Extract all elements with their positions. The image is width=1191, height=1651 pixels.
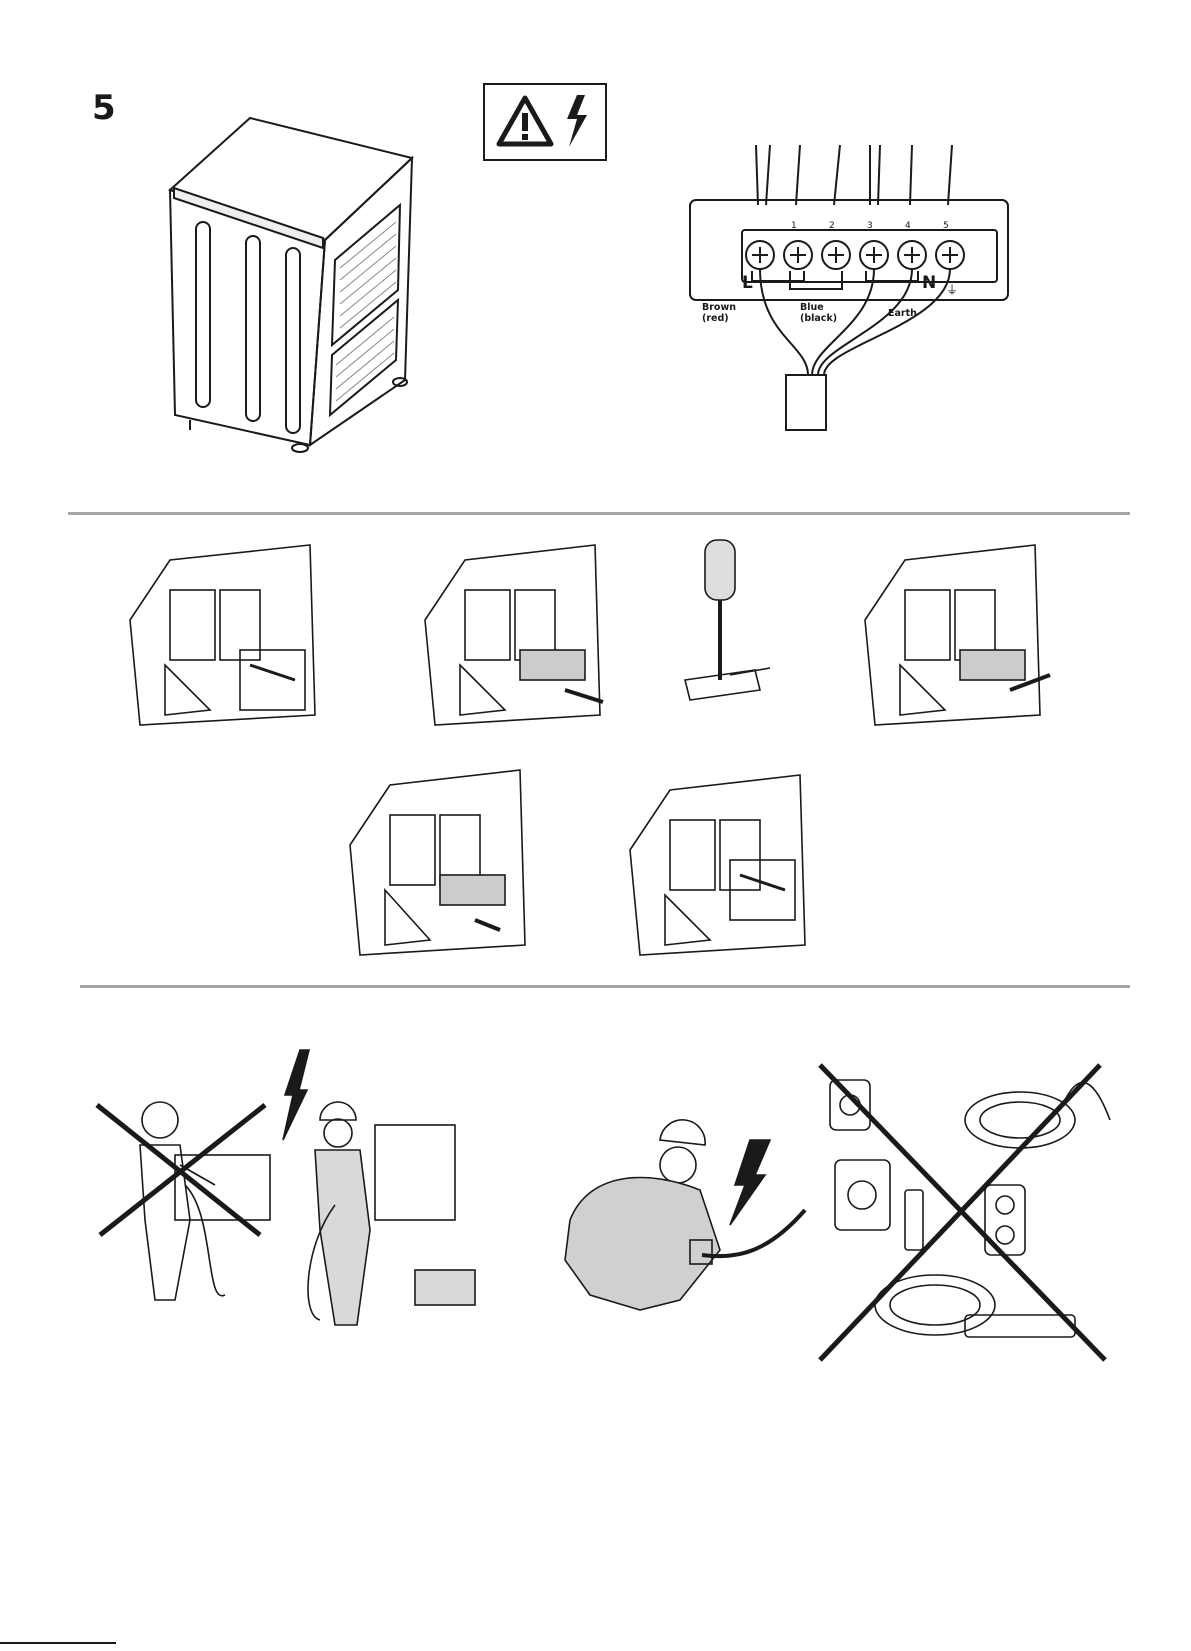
section-divider — [80, 985, 1130, 988]
footer-line — [0, 1642, 116, 1644]
technician-unplug-illustration — [550, 1130, 810, 1340]
step-number: 5 — [92, 88, 116, 128]
brown-wire-label: Brown (red) — [702, 302, 736, 324]
dryer-illustration — [160, 110, 435, 470]
terminal-4-label: 4 — [905, 221, 911, 231]
warning-triangle-icon — [497, 95, 553, 147]
blue-wire-label: Blue (black) — [800, 302, 837, 324]
neutral-terminal-label: N — [922, 273, 936, 293]
warning-box — [483, 83, 607, 161]
terminal-5-label: 5 — [943, 221, 949, 231]
screwdriver-terminal-illustration — [670, 540, 780, 710]
terminal-3-label: 3 — [867, 221, 873, 231]
back-panel-step-1 — [110, 540, 330, 735]
lightning-bolt-icon — [563, 95, 591, 149]
back-panel-step-4 — [330, 765, 545, 965]
terminal-wiring-diagram: 1 2 3 4 5 L N ⏚ Brown (red) Blue (black)… — [690, 145, 1010, 445]
no-adapters-extensions-illustration — [810, 1060, 1110, 1360]
line-terminal-label: L — [742, 273, 753, 293]
section-divider — [68, 512, 1130, 515]
qualified-electrician-illustration — [95, 1045, 495, 1340]
earth-symbol-icon: ⏚ — [946, 281, 958, 298]
back-panel-step-2 — [405, 540, 615, 735]
terminal-1-label: 1 — [791, 221, 797, 231]
back-panel-step-3 — [845, 540, 1060, 735]
terminal-2-label: 2 — [829, 221, 835, 231]
back-panel-step-5 — [610, 770, 825, 965]
earth-wire-label: Earth — [888, 308, 917, 319]
